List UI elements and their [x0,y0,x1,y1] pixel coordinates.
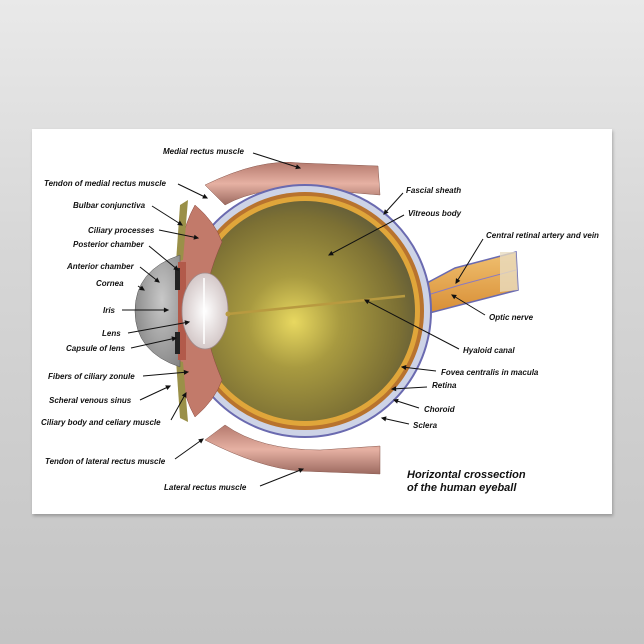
label-ciliary-body-and-celiary-muscle: Ciliary body and celiary muscle [41,418,161,427]
arrow-head-icon [173,265,179,271]
leader-arrow [383,192,404,215]
leader-arrow [252,152,301,169]
label-hyaloid-canal: Hyaloid canal [463,346,515,355]
label-iris: Iris [103,306,116,315]
leader-arrow [174,438,204,460]
cornea [134,254,181,368]
label-scheral-venous-sinus: Scheral venous sinus [49,396,132,405]
arrow-head-icon [184,320,191,326]
arrow-head-icon [455,278,461,284]
label-bulbar-conjunctiva: Bulbar conjunctiva [73,201,146,210]
label-fibers-of-ciliary-zonule: Fibers of ciliary zonule [48,372,135,381]
leader-arrow [393,399,420,409]
arrow-head-icon [383,209,389,215]
title-line-2: of the human eyeball [407,482,517,494]
arrow-head-icon [202,193,209,199]
leader-arrow [139,385,171,401]
arrow-head-icon [451,294,457,300]
arrow-head-icon [327,250,334,256]
label-sclera: Sclera [413,421,438,430]
label-fascial-sheath: Fascial sheath [406,186,462,195]
label-lens: Lens [102,329,121,338]
leader-arrow [455,238,484,284]
bulbar-conjunctiva [176,200,188,262]
leader-arrow [148,245,179,271]
title-line-1: Horizontal crossection [407,469,526,481]
arrow-head-icon [177,220,183,226]
arrow-head-icon [154,277,160,283]
label-arrows [122,152,486,487]
leader-arrow [328,214,405,256]
label-anterior-chamber: Anterior chamber [67,262,134,271]
medial-rectus-muscle [204,161,381,206]
lateral-rectus-muscle [204,424,381,475]
leader-arrow [177,183,208,199]
leader-arrow [364,299,460,350]
arrow-head-icon [298,468,305,473]
arrow-head-icon [295,164,302,170]
arrow-head-icon [198,438,204,444]
arrow-head-icon [163,307,170,313]
label-lateral-rectus-muscle: Lateral rectus muscle [164,483,247,492]
arrow-head-icon [183,369,190,375]
hyaloid-canal [227,294,406,316]
leader-arrow [151,205,183,226]
label-optic-nerve: Optic nerve [489,313,534,322]
label-capsule-of-lens: Capsule of lens [66,344,126,353]
arrow-head-icon [392,398,399,404]
label-vitreous-body: Vitreous body [408,209,462,218]
leader-arrow [259,468,304,487]
label-cornea: Cornea [96,279,124,288]
diagram-title: Horizontal crossection of the human eyeb… [407,469,526,495]
arrow-head-icon [171,336,178,342]
leader-arrow [127,321,190,334]
label-retina: Retina [432,381,457,390]
leader-arrow [142,371,189,377]
leader-arrow [170,392,187,421]
leader-arrow [391,386,428,390]
leader-arrow [158,229,199,239]
arrow-head-icon [380,416,387,422]
leader-arrow [451,294,486,316]
arrow-head-icon [400,364,407,370]
arrow-head-icon [139,285,145,291]
arrow-head-icon [363,299,370,305]
arrow-head-icon [181,391,187,398]
leader-arrow [401,366,437,372]
arrow-head-icon [165,385,172,391]
label-tendon-of-lateral-rectus-muscle: Tendon of lateral rectus muscle [45,457,166,466]
arrow-head-icon [390,386,397,392]
label-central-retinal-artery-and-vein: Central retinal artery and vein [486,231,599,240]
label-choroid: Choroid [424,405,455,414]
label-fovea-centralis-in-macula: Fovea centralis in macula [441,368,539,377]
label-tendon-of-medial-rectus-muscle: Tendon of medial rectus muscle [44,179,166,188]
arrow-head-icon [193,234,200,240]
leader-arrow [130,337,177,349]
label-medial-rectus-muscle: Medial rectus muscle [163,147,244,156]
label-ciliary-processes: Ciliary processes [88,226,155,235]
label-posterior-chamber: Posterior chamber [73,240,144,249]
vitreous-body [195,201,415,421]
leader-arrow [381,417,410,425]
